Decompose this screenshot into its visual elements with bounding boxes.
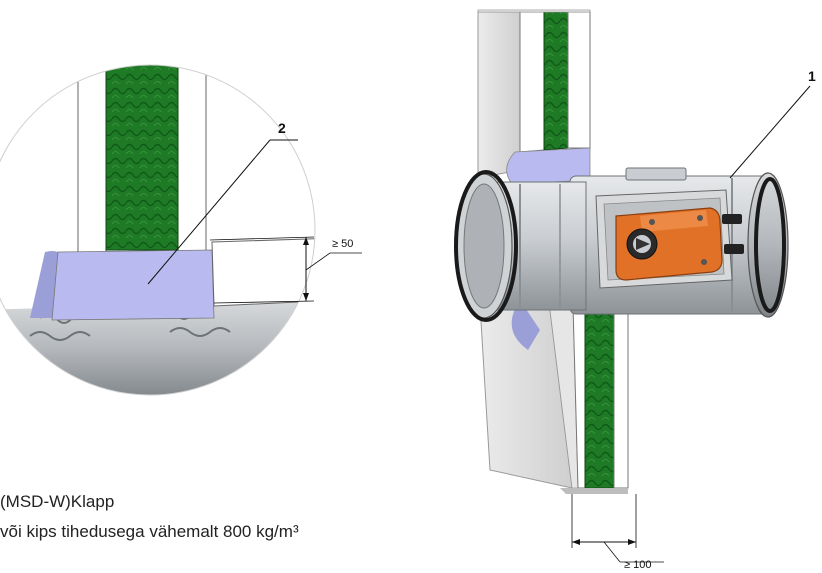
main-assembly (454, 9, 811, 563)
detail-opening-surface (211, 237, 315, 307)
detail-sealant (51, 249, 215, 321)
dimension-100-label: ≥ 100 (624, 559, 652, 571)
detail-magnifier-rim (0, 64, 316, 396)
fire-damper (454, 167, 789, 322)
callout-2-label: 2 (278, 120, 286, 136)
wall-upper (477, 9, 591, 179)
legend-line-2: või kips tihedusega vähemalt 800 kg/m³ (0, 522, 299, 541)
callout-1-label: 1 (808, 68, 816, 84)
callout-1-leader (729, 85, 811, 179)
detail-magnifier (0, 64, 362, 396)
damper-left-seal (454, 170, 518, 322)
cable-gland-bottom (724, 244, 744, 254)
wall-lower (477, 267, 629, 494)
dimension-50-label: ≥ 50 (332, 238, 354, 250)
detail-insulation (105, 65, 179, 251)
cable-gland-top (722, 214, 742, 224)
legend-line-1: (MSD-W)Klapp (0, 492, 115, 511)
detail-board-left (77, 65, 107, 261)
detail-board-right (177, 65, 207, 261)
callout-2-leader (147, 139, 271, 285)
wall-upper-insulation (543, 11, 569, 151)
